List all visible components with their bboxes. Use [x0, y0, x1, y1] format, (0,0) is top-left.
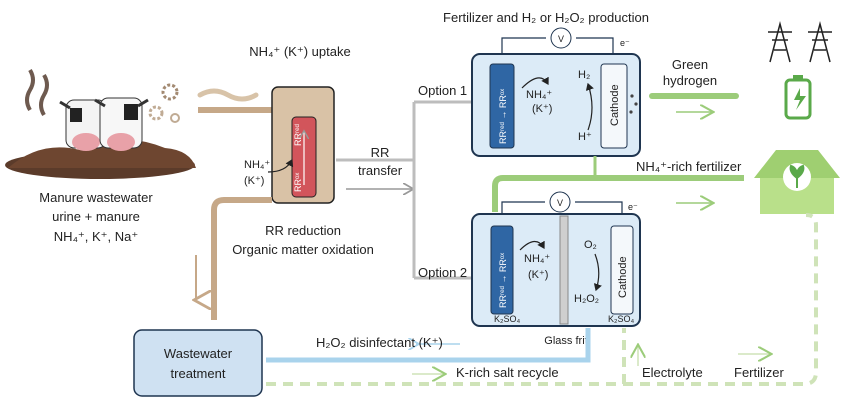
option1-cathode: [600, 63, 628, 149]
option1-voltmeter-label: V: [558, 34, 564, 44]
fertilizer-flow: [492, 175, 744, 212]
electrolyte-label: Electrolyte: [642, 365, 703, 380]
option1-anode: [489, 63, 515, 149]
fertilizer-rich-label: NH₄⁺-rich fertilizer: [636, 159, 742, 174]
gear-icon: [161, 83, 179, 101]
fertilizer-plant-icon: [754, 150, 840, 214]
source-label-1: Manure wastewater: [39, 190, 153, 205]
wastewater-treatment-box: [133, 329, 263, 397]
transfer-label-2: transfer: [358, 163, 403, 178]
option2-o2: O₂: [584, 239, 597, 251]
reactor-rr-red: RRʳᵉᵈ: [293, 123, 303, 146]
option2-salt-left: K₂SO₄: [494, 314, 521, 324]
source-label-2: urine + manure: [52, 209, 140, 224]
glass-frit-label: Glass frit: [544, 335, 587, 347]
option1-ion: NH₄⁺: [526, 89, 552, 101]
option2-electrode: RRʳᵉᵈ → RRᵒˣ: [498, 253, 508, 308]
source-label-3: NH₄⁺, K⁺, Na⁺: [54, 229, 138, 244]
transfer-label-1: RR: [371, 145, 390, 160]
option2-anode: [490, 225, 514, 315]
option2-ion: NH₄⁺: [524, 253, 550, 265]
option2-cathode: [610, 225, 634, 315]
option2-voltmeter: [549, 191, 571, 213]
option1-hplus: H⁺: [578, 131, 592, 143]
option1-ion-2: (K⁺): [532, 103, 552, 115]
treatment-label-2: treatment: [171, 366, 226, 381]
fertilizer-output-label: Fertilizer: [734, 365, 785, 380]
reactor-ion: NH₄⁺: [244, 159, 270, 171]
battery-icon: [784, 75, 812, 120]
uptake-flow: [197, 88, 259, 102]
gear-icon: [148, 105, 164, 121]
option2-label: Option 2: [418, 265, 467, 280]
manure-cows-illustration: [5, 68, 196, 179]
option2-cathode-label: Cathode: [617, 256, 629, 298]
option1-electron: e⁻: [620, 38, 630, 48]
option2-h2o2: H₂O₂: [574, 293, 599, 305]
transfer-branch: [336, 100, 472, 280]
option1-label: Option 1: [418, 83, 467, 98]
option2-ion-2: (K⁺): [528, 269, 548, 281]
option1-cathode-label: Cathode: [609, 84, 621, 126]
option2-voltmeter-label: V: [557, 198, 563, 208]
option2-electron: e⁻: [628, 202, 638, 212]
green-hydrogen-label-2: hydrogen: [663, 73, 717, 88]
disinfectant-label: H₂O₂ disinfectant (K⁺): [316, 335, 443, 350]
green-hydrogen-label-1: Green: [672, 57, 708, 72]
option1-electrode: RRʳᵉᵈ → RRᵒˣ: [498, 89, 508, 144]
cow-icon: [94, 97, 149, 151]
option1-cell: RRʳᵉᵈ → RRᵒˣ Cathode NH₄⁺ (K⁺) H₂ H⁺ V e…: [471, 27, 641, 157]
option1-h2: H₂: [578, 69, 590, 81]
reactor-caption-2: Organic matter oxidation: [232, 242, 374, 257]
reactor-caption-1: RR reduction: [265, 223, 341, 238]
treatment-label-1: Wastewater: [164, 346, 233, 361]
disinfectant-flow: [266, 328, 591, 363]
option1-voltmeter: [550, 27, 572, 49]
reactor-rr-ox: RRᵒˣ: [293, 173, 303, 192]
salt-recycle-flow: [266, 213, 818, 386]
diagram-title: Fertilizer and H₂ or H₂O₂ production: [443, 10, 649, 25]
gear-icon: [170, 113, 180, 123]
reactor-ion-2: (K⁺): [244, 175, 264, 187]
option2-cell: RRʳᵉᵈ → RRᵒˣ Cathode NH₄⁺ (K⁺) O₂ H₂O₂ K…: [471, 191, 641, 347]
salt-recycle-label: K-rich salt recycle: [456, 365, 559, 380]
uptake-label: NH₄⁺ (K⁺) uptake: [249, 44, 350, 59]
power-pylon-icon: [768, 21, 832, 63]
option2-salt-right: K₂SO₄: [608, 314, 635, 324]
